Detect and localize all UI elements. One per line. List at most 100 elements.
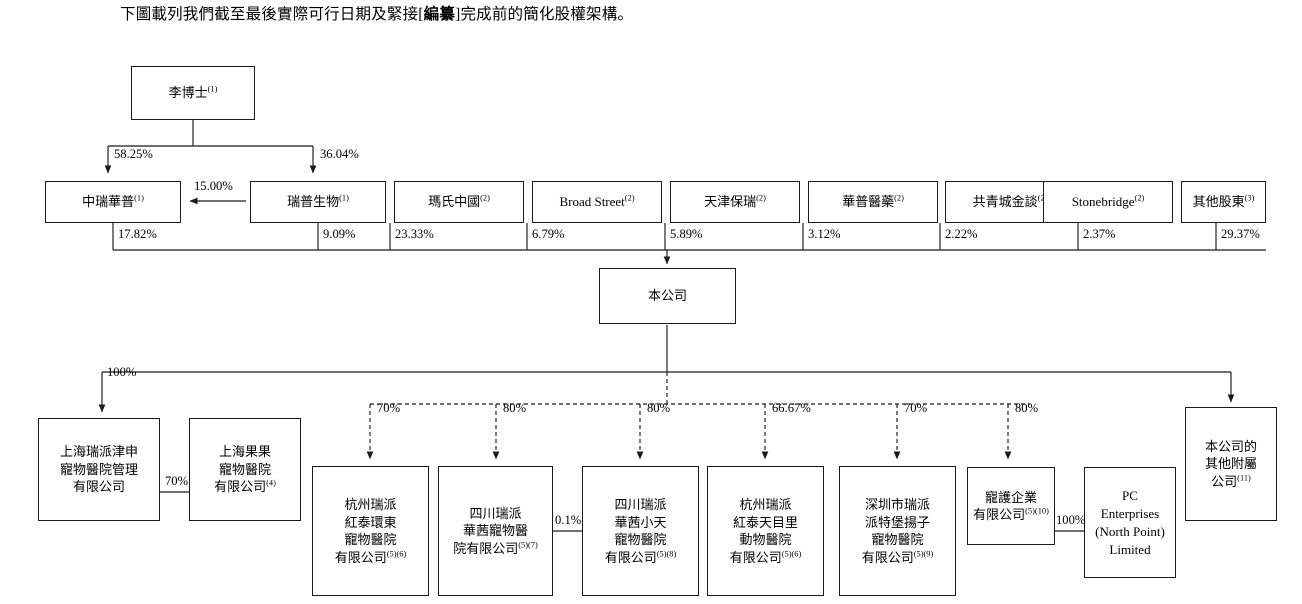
node-other-shareholders-label: 其他股東 <box>1192 194 1245 210</box>
node-company[interactable]: 本公司 <box>599 268 736 324</box>
node-hz-tianmuli-line-3: 動物醫院 <box>739 532 792 547</box>
node-tjbr[interactable]: 天津保瑞(2) <box>670 181 800 223</box>
pct-tjbr-to-company: 5.89% <box>670 227 703 241</box>
node-sh-jinshen-line-2: 寵物醫院管理 <box>59 461 138 477</box>
pct-company-to-chonghu: 80% <box>1015 401 1039 415</box>
node-chonghu-line-2: 有限公司 <box>973 507 1026 522</box>
node-other-subsidiaries-line-2: 其他附屬 <box>1204 456 1257 472</box>
node-hz-tianmuli-note: (5)(6) <box>781 549 802 559</box>
node-zrhp-label: 中瑞華普 <box>82 194 135 210</box>
node-broadstreet[interactable]: Broad Street(2) <box>532 181 662 223</box>
node-sc-huaqian-line-1: 四川瑞派 <box>469 505 522 521</box>
pct-jinshen-to-guoguo: 70% <box>165 474 189 488</box>
node-broadstreet-note: (2) <box>624 193 635 203</box>
node-pc-enterprises-line-3: (North Point) <box>1095 523 1165 539</box>
node-sc-xiaotian-note: (5)(8) <box>656 549 677 559</box>
node-stonebridge-note: (2) <box>1134 193 1145 203</box>
node-rpsw-note: (1) <box>339 193 349 203</box>
node-mars[interactable]: 瑪氏中國(2) <box>394 181 524 223</box>
node-pc-enterprises-line-2: Enterprises <box>1100 505 1160 521</box>
node-sc-huaqian-line-2: 華茜寵物醫 <box>462 523 528 539</box>
node-zrhp[interactable]: 中瑞華普(1) <box>45 181 181 223</box>
node-hpyy[interactable]: 華普醫藥(2) <box>808 181 938 223</box>
node-rpsw-label: 瑞普生物 <box>287 194 340 210</box>
node-gqcjt-label: 共青城金談 <box>972 194 1038 210</box>
pct-rpsw-to-zrhp: 15.00% <box>194 179 233 193</box>
pct-huaqian-to-xiaotian: 0.1% <box>555 513 582 527</box>
pct-rpsw-to-company: 9.09% <box>323 227 356 241</box>
node-stonebridge[interactable]: Stonebridge(2) <box>1043 181 1173 223</box>
node-mars-note: (2) <box>480 193 490 203</box>
node-gqcjt-note: (2) <box>1038 194 1048 203</box>
node-hz-hthd-line-1: 杭州瑞派 <box>344 497 397 512</box>
node-sh-guoguo[interactable]: 上海果果 寵物醫院 有限公司(4) <box>189 418 301 521</box>
node-chonghu[interactable]: 寵護企業 有限公司(5)(10) <box>967 467 1055 545</box>
node-hz-tianmuli-line-2: 紅泰天目里 <box>732 514 798 530</box>
node-other-subsidiaries-line-1: 本公司的 <box>1204 438 1257 454</box>
node-hz-tianmuli-line-1: 杭州瑞派 <box>739 497 792 512</box>
node-broadstreet-label: Broad Street <box>559 194 625 209</box>
pct-other-shareholders-to-company: 29.37% <box>1221 227 1260 241</box>
pct-broadstreet-to-company: 6.79% <box>532 227 565 241</box>
node-hz-tianmuli[interactable]: 杭州瑞派 紅泰天目里 動物醫院 有限公司(5)(6) <box>707 466 824 596</box>
node-hpyy-note: (2) <box>894 193 904 203</box>
intro-text-after: ]完成前的簡化股權架構。 <box>455 6 634 23</box>
intro-paragraph: 下圖載列我們截至最後實際可行日期及緊接[編纂]完成前的簡化股權架構。 <box>120 4 1240 26</box>
node-hz-hthd-line-3: 寵物醫院 <box>344 532 397 547</box>
node-zrhp-note: (1) <box>134 193 144 203</box>
node-sh-jinshen[interactable]: 上海瑞派津申 寵物醫院管理 有限公司 <box>38 418 160 521</box>
node-sc-huaqian[interactable]: 四川瑞派 華茜寵物醫 院有限公司(5)(7) <box>438 466 553 596</box>
pct-mars-to-company: 23.33% <box>395 227 434 241</box>
intro-bold-term: 編纂 <box>423 6 456 23</box>
node-company-label: 本公司 <box>647 288 687 304</box>
node-sc-xiaotian-line-1: 四川瑞派 <box>614 497 667 512</box>
node-tjbr-note: (2) <box>756 193 766 203</box>
node-founder[interactable]: 李博士(1) <box>131 66 255 120</box>
node-sh-jinshen-line-1: 上海瑞派津申 <box>59 444 138 460</box>
node-sc-xiaotian-line-3: 寵物醫院 <box>614 532 667 547</box>
pct-founder-to-rpsw: 36.04% <box>320 147 359 161</box>
node-pc-enterprises[interactable]: PC Enterprises (North Point) Limited <box>1084 467 1176 578</box>
pct-company-to-sc-huaqian: 80% <box>503 401 527 415</box>
node-sc-xiaotian[interactable]: 四川瑞派 華茜小天 寵物醫院 有限公司(5)(8) <box>582 466 699 596</box>
node-sc-xiaotian-line-4: 有限公司 <box>604 549 657 565</box>
node-chonghu-line-1: 寵護企業 <box>984 489 1037 505</box>
node-sc-huaqian-note: (5)(7) <box>518 540 538 550</box>
pct-company-to-jinshen: 100% <box>107 365 137 379</box>
node-hpyy-label: 華普醫藥 <box>842 194 895 210</box>
pct-hpyy-to-company: 3.12% <box>808 227 841 241</box>
node-hz-hthd-line-2: 紅泰環東 <box>344 514 397 530</box>
node-sh-guoguo-note: (4) <box>266 478 276 488</box>
node-rpsw[interactable]: 瑞普生物(1) <box>250 181 386 223</box>
intro-text-before: 下圖載列我們截至最後實際可行日期及緊接[ <box>120 6 424 23</box>
pct-founder-to-zrhp: 58.25% <box>114 147 153 161</box>
node-sz-patebao-line-4: 有限公司 <box>861 549 914 565</box>
pct-company-to-sz-patebao: 70% <box>904 401 928 415</box>
node-pc-enterprises-line-4: Limited <box>1109 541 1151 557</box>
node-sz-patebao-line-2: 派特堡揚子 <box>864 514 930 530</box>
pct-company-to-hz-hthd: 70% <box>377 401 401 415</box>
pct-chonghu-to-pc: 100% <box>1056 513 1086 527</box>
pct-zrhp-to-company: 17.82% <box>118 227 157 241</box>
node-sz-patebao-note: (5)(9) <box>913 549 934 559</box>
node-other-subsidiaries-line-3: 公司 <box>1211 473 1238 489</box>
node-chonghu-note: (5)(10) <box>1025 506 1049 516</box>
node-hz-hthd[interactable]: 杭州瑞派 紅泰環東 寵物醫院 有限公司(5)(6) <box>312 466 429 596</box>
pct-company-to-hz-tianmuli: 66.67% <box>772 401 811 415</box>
node-tjbr-label: 天津保瑞 <box>704 194 757 210</box>
node-other-subsidiaries-note: (11) <box>1237 473 1251 483</box>
node-sc-huaqian-line-3: 院有限公司 <box>453 540 519 556</box>
pct-gqcjt-to-company: 2.22% <box>945 227 978 241</box>
node-sh-guoguo-line-2: 寵物醫院 <box>218 461 271 477</box>
node-sz-patebao-line-1: 深圳市瑞派 <box>864 497 930 512</box>
node-other-subsidiaries[interactable]: 本公司的 其他附屬 公司(11) <box>1185 407 1277 521</box>
node-pc-enterprises-line-1: PC <box>1122 487 1138 503</box>
node-other-shareholders[interactable]: 其他股東(3) <box>1181 181 1266 223</box>
node-sh-guoguo-line-3: 有限公司 <box>214 479 267 495</box>
node-sc-xiaotian-line-2: 華茜小天 <box>614 514 667 530</box>
node-sz-patebao-line-3: 寵物醫院 <box>871 532 924 547</box>
pct-stonebridge-to-company: 2.37% <box>1083 227 1116 241</box>
node-sz-patebao[interactable]: 深圳市瑞派 派特堡揚子 寵物醫院 有限公司(5)(9) <box>839 466 956 596</box>
node-hz-hthd-note: (5)(6) <box>386 549 407 559</box>
